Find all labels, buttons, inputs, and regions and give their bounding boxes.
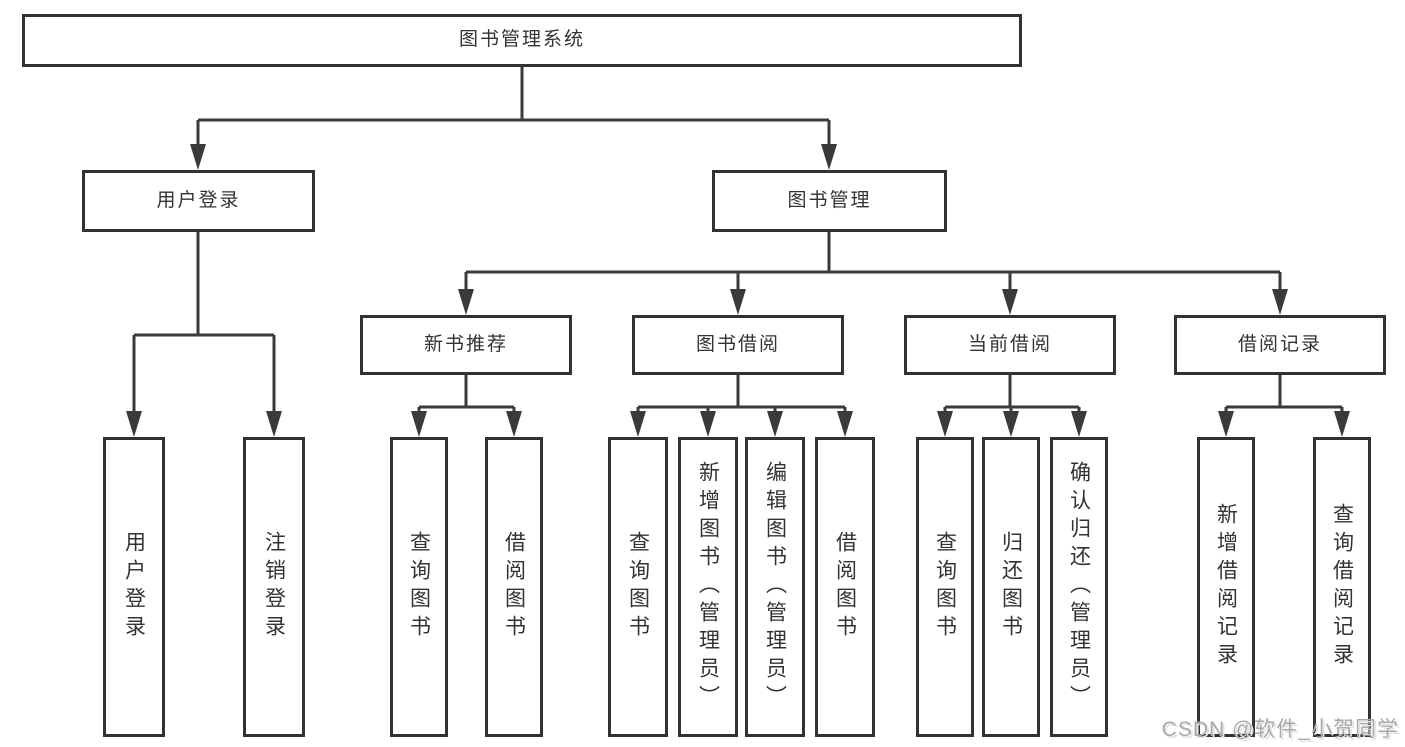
- node-book-borrow: 图书借阅: [632, 315, 844, 375]
- leaf-query-borrow-record: 查询借阅记录: [1313, 437, 1371, 737]
- leaf-current-return-books: 归还图书: [982, 437, 1040, 737]
- csdn-watermark: CSDN @软件_小贺同学: [1161, 718, 1399, 741]
- node-book-management: 图书管理: [712, 170, 947, 232]
- leaf-borrow-query-books: 查询图书: [608, 437, 668, 737]
- leaf-logout: 注销登录: [243, 437, 305, 737]
- node-new-book-recommend: 新书推荐: [360, 315, 572, 375]
- leaf-user-login: 用户登录: [103, 437, 165, 737]
- leaf-borrow-borrow-books: 借阅图书: [815, 437, 875, 737]
- leaf-current-query-books: 查询图书: [916, 437, 974, 737]
- leaf-current-confirm-return-admin: 确认归还（管理员）: [1050, 437, 1108, 737]
- node-root-system: 图书管理系统: [22, 14, 1022, 67]
- leaf-recommend-borrow-books: 借阅图书: [485, 437, 543, 737]
- node-user-login: 用户登录: [82, 170, 315, 232]
- node-current-borrow: 当前借阅: [904, 315, 1116, 375]
- leaf-add-borrow-record: 新增借阅记录: [1197, 437, 1255, 737]
- node-borrow-records: 借阅记录: [1174, 315, 1386, 375]
- leaf-borrow-add-books-admin: 新增图书（管理员）: [678, 437, 738, 737]
- leaf-borrow-edit-books-admin: 编辑图书（管理员）: [745, 437, 805, 737]
- leaf-recommend-query-books: 查询图书: [390, 437, 448, 737]
